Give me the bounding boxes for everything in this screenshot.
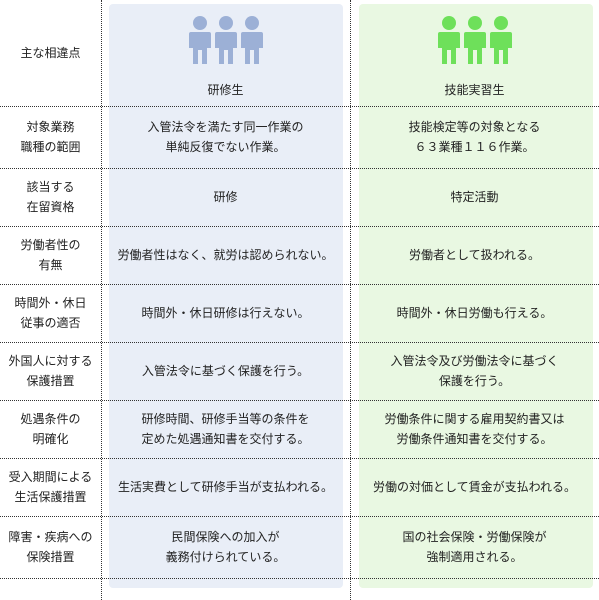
cell-trainee-worker-status: 労働者性はなく、就労は認められない。 [117,248,334,262]
column-divider [101,0,102,600]
cell-intern-protection: 入管法令及び労働法令に基づく保護を行う。 [390,354,559,388]
header-trainee: 研修生 [101,0,350,106]
header-trainee-label: 研修生 [207,83,244,97]
header-technical-intern-label: 技能実習生 [444,83,505,97]
cell-trainee-status: 研修 [213,190,238,204]
cell-intern-insurance: 国の社会保険・労働保険が強制適用される。 [402,530,547,564]
row-label-protection: 外国人に対する保護措置 [8,354,93,388]
row-label-overtime: 時間外・休日従事の適否 [14,296,87,330]
person-icon [437,16,460,64]
row-label-status: 該当する在留資格 [26,180,75,214]
trainee-column-background [109,4,343,588]
row-label-living: 受入期間による生活保護措置 [8,470,93,504]
cell-trainee-protection: 入管法令に基づく保護を行う。 [141,364,310,378]
row-divider [0,342,599,343]
technical-intern-column-background [359,4,593,588]
person-icon [240,16,263,64]
row-divider [0,284,599,285]
row-label-insurance: 障害・疾病への保険措置 [8,530,93,564]
row-label-worker-status: 労働者性の有無 [20,238,81,272]
row-divider [0,226,599,227]
column-divider [350,0,351,600]
cell-trainee-overtime: 時間外・休日研修は行えない。 [141,306,310,320]
row-divider [0,458,599,459]
row-label-conditions: 処遇条件の明確化 [20,412,81,446]
cell-intern-conditions: 労働条件に関する雇用契約書又は労働条件通知書を交付する。 [384,412,565,446]
person-icon [188,16,211,64]
row-divider [0,168,599,169]
person-icon [489,16,512,64]
header-technical-intern: 技能実習生 [350,0,599,106]
cell-trainee-scope: 入管法令を満たす同一作業の単純反復でない作業。 [147,120,304,154]
row-divider [0,400,599,401]
people-icon [437,16,512,64]
header-label: 主な相違点 [20,46,81,60]
person-icon [463,16,486,64]
person-icon [214,16,237,64]
cell-trainee-living: 生活実費として研修手当が支払われる。 [117,480,334,494]
cell-intern-overtime: 時間外・休日労働も行える。 [396,306,553,320]
row-label-scope: 対象業務職種の範囲 [20,120,81,154]
row-divider [0,516,599,517]
people-icon [188,16,263,64]
row-divider [0,578,599,579]
cell-trainee-insurance: 民間保険への加入が義務付けられている。 [165,530,286,564]
cell-intern-living: 労働の対価として賃金が支払われる。 [372,480,577,494]
cell-trainee-conditions: 研修時間、研修手当等の条件を定めた処遇通知書を交付する。 [141,412,310,446]
cell-intern-worker-status: 労働者として扱われる。 [408,248,541,262]
row-divider [0,106,599,107]
cell-intern-status: 特定活動 [450,190,499,204]
